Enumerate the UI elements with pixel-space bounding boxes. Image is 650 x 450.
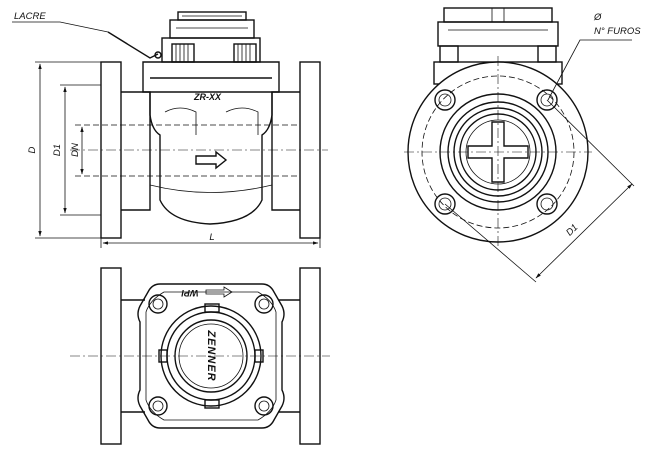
meter-body — [149, 92, 273, 225]
top-hubs — [121, 299, 300, 413]
seal-icon — [154, 51, 162, 59]
seal-leader — [12, 21, 109, 33]
end-view: Ø N° FUROS D1 — [404, 7, 641, 283]
dim-d1-diagonal — [535, 183, 633, 279]
inlet-hub — [121, 91, 151, 211]
seal-label: LACRE — [14, 11, 46, 22]
holes-label: N° FUROS — [594, 26, 641, 37]
register-lid — [177, 11, 247, 21]
flow-straightener-icon — [467, 121, 529, 183]
head-housing — [142, 61, 280, 93]
brand-label: ZENNER — [205, 329, 217, 381]
dial-tab-bottom — [204, 399, 220, 409]
head-screws — [171, 43, 257, 63]
corner-screws — [148, 294, 274, 416]
register-cover — [169, 19, 255, 39]
end-screw-left — [439, 45, 459, 63]
dim-d-label: D — [27, 146, 38, 153]
end-screw-right — [537, 45, 557, 63]
end-head-lid — [443, 7, 553, 23]
seal-wire — [107, 31, 159, 59]
diameter-symbol: Ø — [593, 12, 602, 23]
register-base — [161, 37, 261, 63]
side-view: ZR-XX D D1 DN L LACRE — [12, 11, 328, 248]
register-dial — [174, 319, 248, 393]
top-view: WPI ZENNER — [70, 267, 330, 445]
body-contour — [149, 184, 273, 193]
top-body-inner — [145, 291, 277, 421]
dim-dn-label: DN — [70, 143, 81, 157]
outlet-hub — [271, 91, 300, 211]
dial-tab-right — [254, 349, 264, 363]
top-flow-arrow-icon — [205, 286, 233, 298]
register-glass — [178, 323, 244, 389]
dial-tab-left — [158, 349, 168, 363]
dial-tab-top — [204, 303, 220, 313]
dim-d1-end-label: D1 — [564, 222, 580, 238]
flow-arrow-icon — [195, 150, 228, 170]
end-head-lines — [448, 8, 548, 31]
body-ribs — [164, 107, 259, 135]
end-head-body — [437, 21, 559, 47]
top-body-outline — [137, 283, 285, 429]
register-marking: WPI — [181, 288, 198, 298]
holes-leader — [547, 39, 632, 101]
register-outer-ring — [160, 305, 262, 407]
lid-lines — [176, 15, 248, 29]
dim-l-label: L — [209, 232, 214, 243]
dim-d1-label: D1 — [52, 144, 63, 156]
model-marking: ZR-XX — [193, 92, 222, 102]
